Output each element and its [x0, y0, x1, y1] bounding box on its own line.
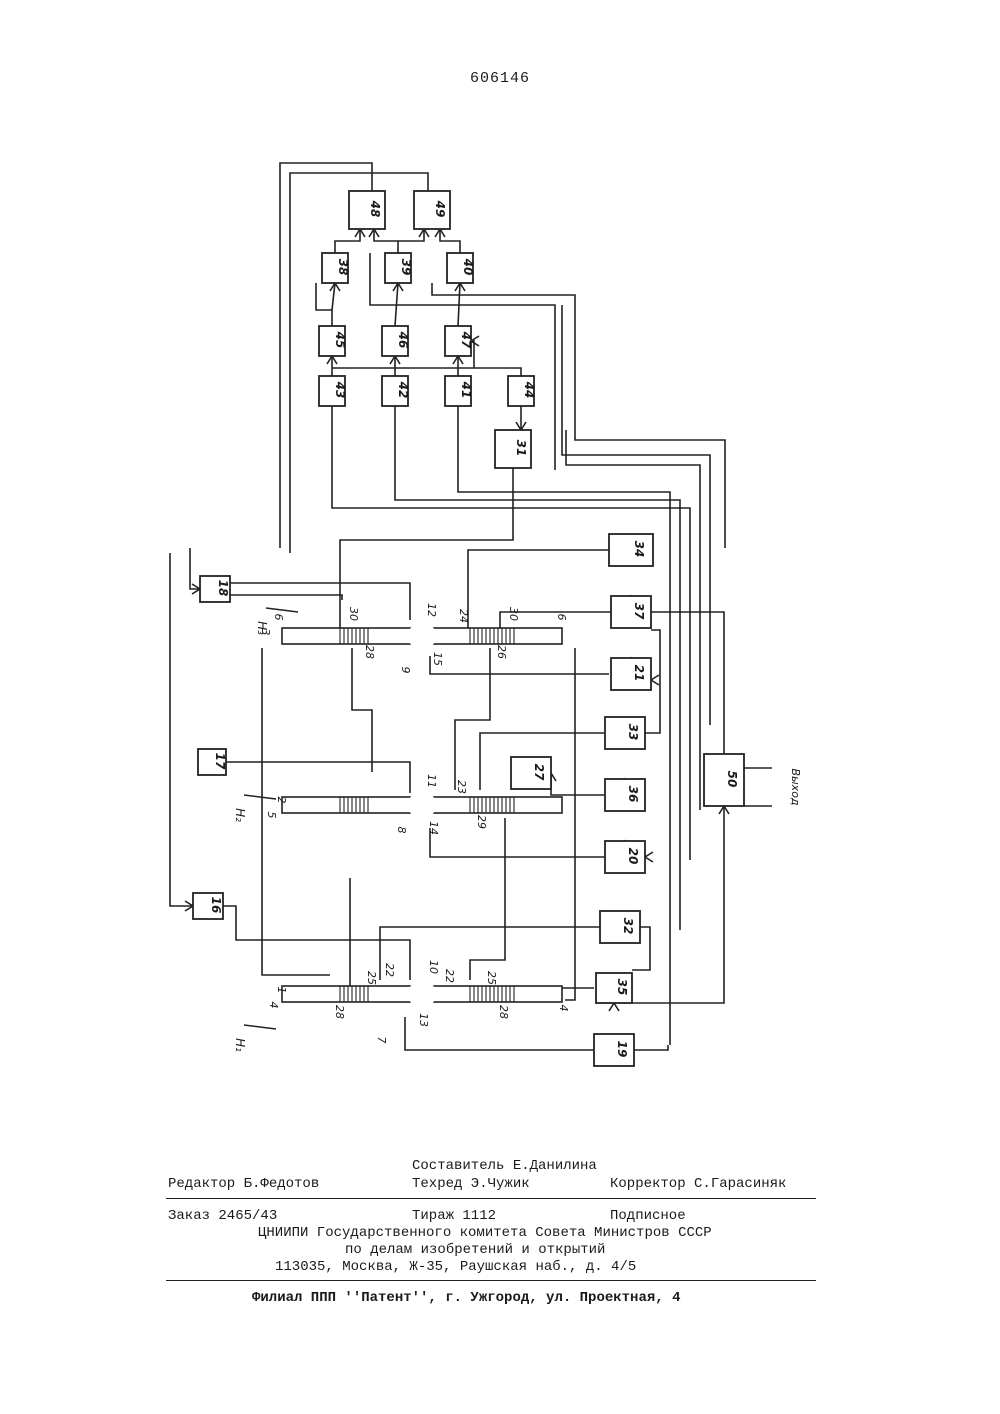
- block-label-34: 34: [632, 541, 646, 558]
- block-label-17: 17: [213, 753, 227, 770]
- coil-label-bottom-7: 13: [417, 1013, 430, 1027]
- address: 113035, Москва, Ж-35, Раушская наб., д. …: [275, 1259, 636, 1275]
- rod1-end-label-left: 4: [267, 1002, 280, 1009]
- techred: Техред Э.Чужик: [412, 1176, 530, 1192]
- divider-top: [166, 1198, 816, 1199]
- corrector: Корректор С.Гарасиняк: [610, 1176, 786, 1192]
- block-label-36: 36: [626, 786, 640, 803]
- block-label-50: 50: [725, 771, 739, 788]
- rod1-label: 1: [275, 987, 288, 994]
- coil-label-top-2: 24: [457, 609, 470, 623]
- coil-label-middle-3: 14: [427, 821, 440, 835]
- block-label-39: 39: [399, 259, 413, 276]
- block-label-27: 27: [532, 764, 546, 781]
- rod2-end-label: 5: [265, 812, 278, 819]
- output-terminal-top: [772, 765, 779, 772]
- coil-label-bottom-0: 22: [383, 963, 396, 977]
- coil-label-middle-4: 29: [475, 815, 488, 829]
- rod-2-sensor-core: [417, 800, 427, 810]
- block-label-49: 49: [433, 200, 447, 218]
- block-label-20: 20: [626, 848, 640, 865]
- block-label-16: 16: [209, 897, 223, 914]
- coil-label-bottom-6: 7: [375, 1037, 388, 1044]
- block-label-44: 44: [522, 381, 536, 399]
- block-label-41: 41: [459, 381, 473, 399]
- coil-label-bottom-2: 25: [365, 971, 378, 985]
- coil-label-middle-0: 11: [425, 774, 438, 788]
- output-label: Выход: [789, 768, 802, 805]
- divider-bottom: [166, 1280, 816, 1281]
- block-label-19: 19: [615, 1041, 629, 1058]
- block-label-48: 48: [368, 200, 382, 218]
- rod3-end-label-right: 6: [555, 614, 568, 621]
- organization-line-2: по делам изобретений и открытий: [345, 1242, 605, 1258]
- coil-label-top-3: 30: [507, 607, 520, 621]
- filial-line: Филиал ППП ''Патент'', г. Ужгород, ул. П…: [252, 1290, 680, 1306]
- coil-label-top-1: 12: [425, 603, 438, 617]
- coil-label-top-4: 28: [363, 645, 376, 659]
- field-label-2: H₁: [233, 1038, 247, 1052]
- block-label-46: 46: [396, 331, 410, 349]
- block-label-45: 45: [333, 331, 347, 349]
- rod1-end-label-right: 4: [557, 1005, 570, 1012]
- rod3-end-label-left: 6: [272, 614, 285, 621]
- block-label-40: 40: [461, 258, 475, 276]
- field-arrow-h3: [266, 608, 298, 612]
- coil-label-bottom-3: 22: [443, 969, 456, 983]
- block-label-32: 32: [621, 918, 635, 935]
- coil-label-top-5: 26: [495, 645, 508, 659]
- block-label-21: 21: [632, 665, 646, 682]
- coil-label-top-0: 30: [347, 607, 360, 621]
- rod-3-sensor-core: [417, 631, 427, 641]
- coil-label-bottom-1: 10: [427, 960, 440, 974]
- coil-label-bottom-4: 25: [485, 971, 498, 985]
- block-label-38: 38: [336, 259, 350, 276]
- block-label-37: 37: [632, 603, 646, 620]
- order: Заказ 2465/43: [168, 1208, 277, 1224]
- field-label-1: H₂: [233, 808, 247, 822]
- block-label-47: 47: [459, 331, 473, 349]
- organization-line-1: ЦНИИПИ Государственного комитета Совета …: [258, 1225, 712, 1241]
- field-arrow-h2: [244, 795, 276, 799]
- rod2-label: 2: [275, 797, 288, 804]
- composer: Составитель Е.Данилина: [412, 1158, 597, 1174]
- block-label-31: 31: [514, 440, 528, 457]
- coil-label-top-7: 15: [431, 652, 444, 666]
- block-label-33: 33: [626, 724, 640, 741]
- block-label-18: 18: [216, 580, 230, 597]
- field-label-0: H₃: [255, 621, 269, 635]
- block-label-42: 42: [396, 381, 410, 399]
- coil-label-middle-2: 8: [395, 827, 408, 834]
- editor: Редактор Б.Федотов: [168, 1176, 319, 1192]
- subscription: Подписное: [610, 1208, 686, 1224]
- field-arrow-h1: [244, 1025, 276, 1029]
- coil-label-top-6: 9: [399, 667, 412, 674]
- coil-label-bottom-5: 28: [333, 1005, 346, 1019]
- coil-label-middle-1: 23: [455, 780, 468, 794]
- circulation: Тираж 1112: [412, 1208, 496, 1224]
- block-label-43: 43: [333, 381, 347, 399]
- output-terminal-bottom: [772, 803, 779, 810]
- rod-1-sensor-core: [417, 989, 427, 999]
- coil-label-bottom-8: 28: [497, 1005, 510, 1019]
- block-label-35: 35: [615, 979, 629, 996]
